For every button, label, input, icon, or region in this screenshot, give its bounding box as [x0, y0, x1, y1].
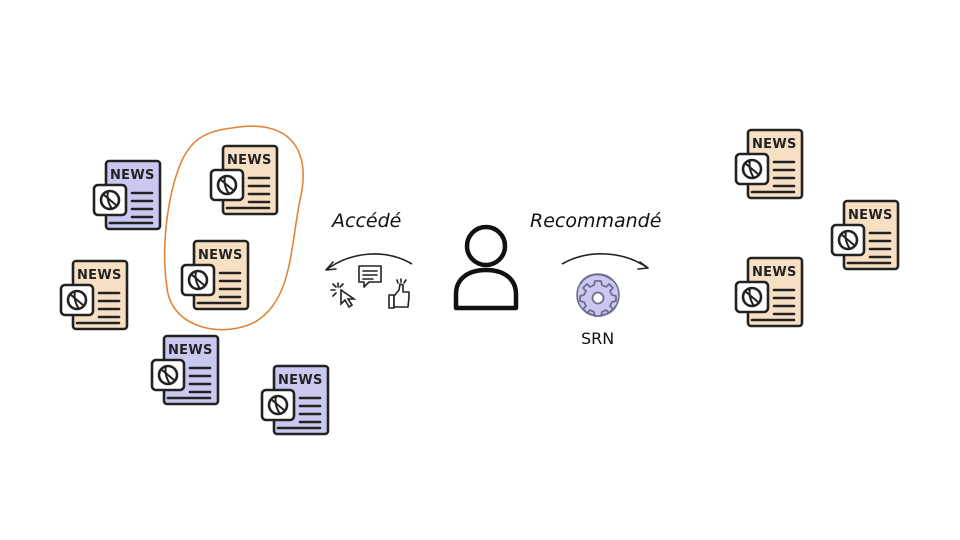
accessed-label: Accédé: [332, 210, 402, 232]
system-label: SRN: [581, 329, 615, 348]
newspaper-icon: NEWS: [730, 124, 810, 204]
newspaper-icon: NEWS: [730, 252, 810, 332]
newspaper-icon: NEWS: [55, 255, 135, 335]
svg-text:NEWS: NEWS: [752, 137, 797, 152]
svg-text:NEWS: NEWS: [278, 373, 323, 388]
svg-text:NEWS: NEWS: [848, 208, 893, 223]
newspaper-icon: NEWS: [826, 195, 906, 275]
newspaper-icon: NEWS: [88, 155, 168, 235]
recommended-label: Recommandé: [530, 210, 662, 232]
svg-text:NEWS: NEWS: [198, 248, 243, 263]
svg-text:NEWS: NEWS: [110, 168, 155, 183]
newspaper-icon: NEWS: [256, 360, 336, 440]
svg-text:NEWS: NEWS: [227, 153, 272, 168]
svg-text:NEWS: NEWS: [168, 343, 213, 358]
newspaper-icon: NEWS: [146, 330, 226, 410]
svg-text:NEWS: NEWS: [752, 265, 797, 280]
newspaper-icon: NEWS: [205, 140, 285, 220]
svg-text:NEWS: NEWS: [77, 268, 122, 283]
newspaper-icon: NEWS: [176, 235, 256, 315]
